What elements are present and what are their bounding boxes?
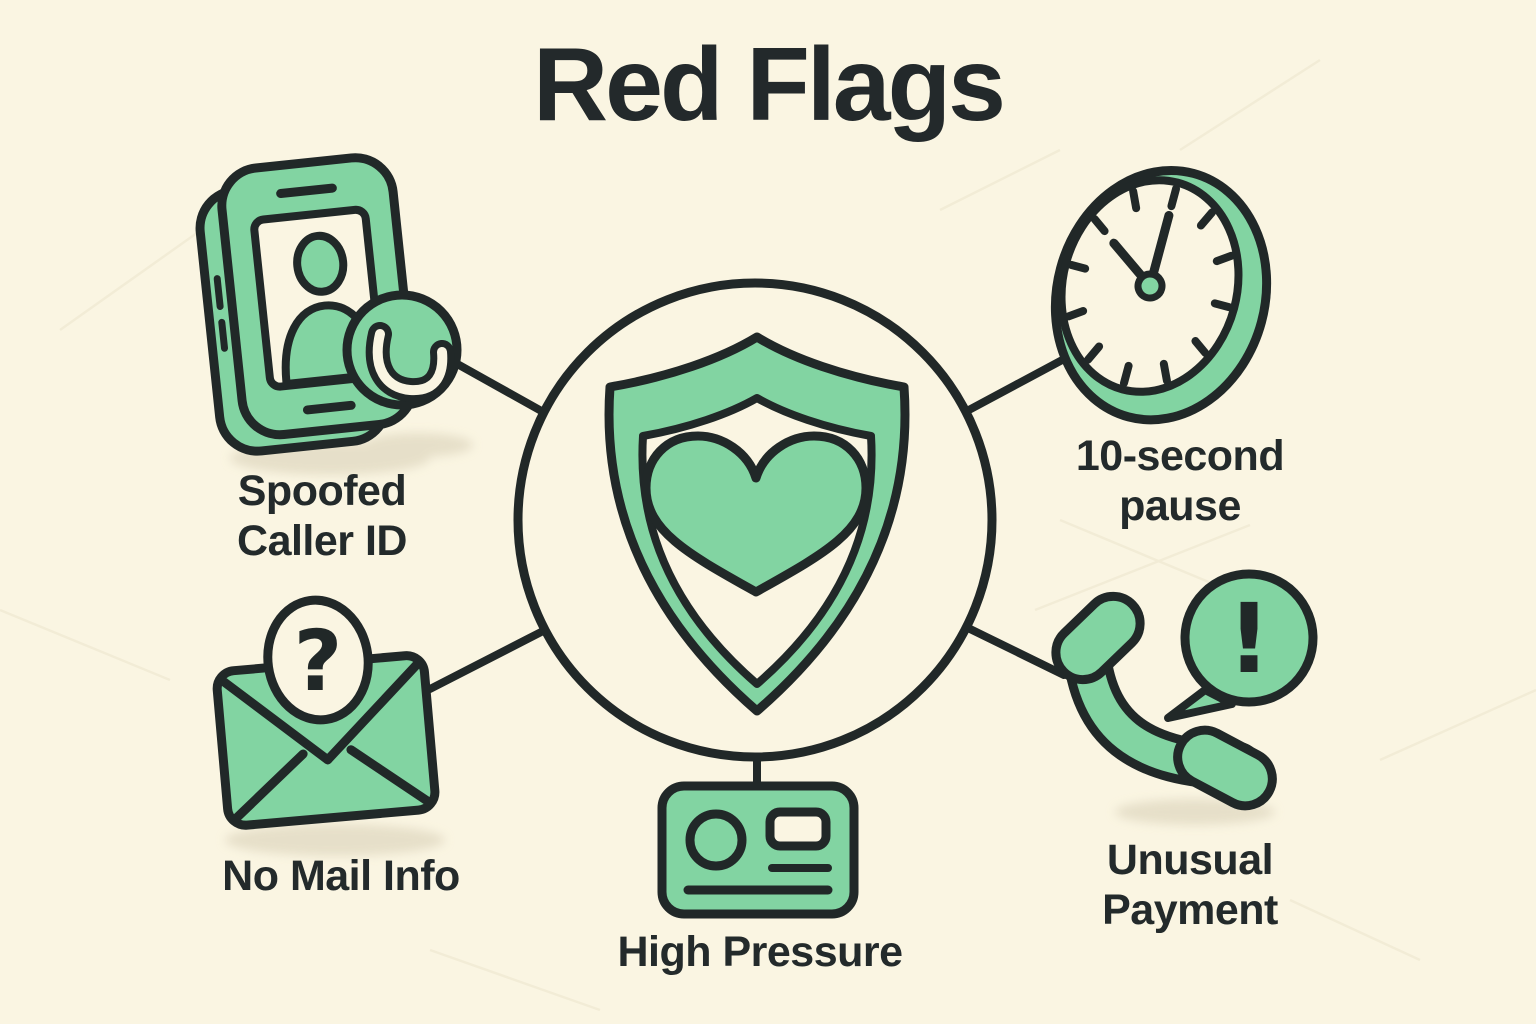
label-no-mail-info: No Mail Info <box>141 852 541 902</box>
clock-icon <box>1050 166 1272 425</box>
envelope-flap-line-right <box>323 659 423 765</box>
envelope-question-icon: ? <box>212 595 440 830</box>
label-line: Unusual <box>1106 836 1274 884</box>
credit-card-icon <box>657 781 859 919</box>
phone-side-button <box>213 275 224 310</box>
clock-ticks <box>1064 184 1236 388</box>
label-line: No Mail Info <box>222 852 460 900</box>
label-line: Caller ID <box>237 516 407 565</box>
label-line: Payment <box>1102 885 1278 934</box>
exclamation-mark-glyph: ! <box>1227 583 1271 695</box>
question-mark-glyph: ? <box>294 612 343 710</box>
card-circle <box>685 809 747 871</box>
handset-mouthpiece <box>1173 725 1277 811</box>
connector-envelope <box>426 626 549 693</box>
badge-shadow <box>363 433 473 457</box>
phone-alert-icon: ! <box>1051 569 1318 811</box>
envelope-fold-line-left <box>231 749 308 823</box>
question-badge <box>263 595 373 725</box>
card-chip <box>765 807 831 851</box>
label-unusual-payment: Unusual Payment <box>990 836 1390 936</box>
connector-lines <box>426 347 1083 790</box>
connector-phone <box>439 352 549 417</box>
envelope-fold-line-right <box>346 745 433 806</box>
shield-heart-icon <box>513 278 997 762</box>
envelope-shadow <box>225 824 445 856</box>
handset-earpiece <box>1051 591 1145 685</box>
label-spoofed-caller-id: Spoofed Caller ID <box>122 467 522 567</box>
phone-side-button <box>218 318 229 352</box>
label-line: Spoofed <box>237 467 407 515</box>
label-line: 10-second <box>1075 432 1285 480</box>
smartphone-caller-icon <box>195 153 462 456</box>
alert-bubble <box>1180 569 1318 707</box>
label-line: High Pressure <box>617 928 903 976</box>
label-line: pause <box>1119 481 1241 530</box>
phone-speaker-line <box>276 183 337 199</box>
clock-center-dot <box>1134 270 1166 302</box>
contact-avatar-head <box>293 231 348 296</box>
label-high-pressure: High Pressure <box>560 928 960 978</box>
connector-clock <box>963 347 1083 415</box>
phone-home-line <box>302 400 356 415</box>
connector-handset <box>962 623 1068 679</box>
envelope-flap-line-left <box>217 676 333 765</box>
call-badge-handset <box>372 329 448 396</box>
page-title: Red Flags <box>533 27 1006 143</box>
label-ten-second-pause: 10-second pause <box>980 432 1380 532</box>
heart-icon <box>641 431 871 597</box>
